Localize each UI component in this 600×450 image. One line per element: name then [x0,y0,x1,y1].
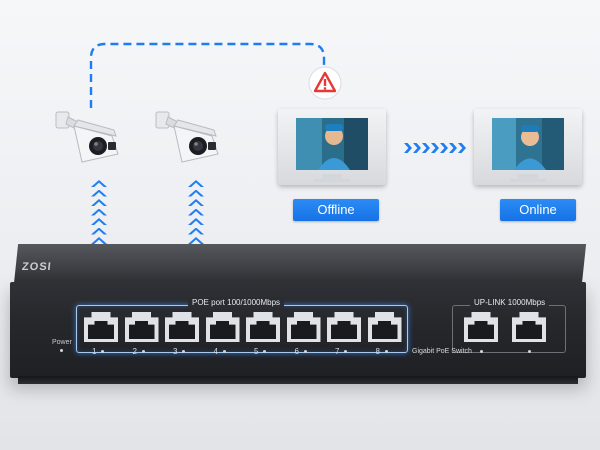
uplink-port-label: UP-LINK 1000Mbps [470,297,550,309]
chevron-up-icon [91,180,107,187]
chevron-up-icon [188,180,204,187]
port-led [222,350,226,353]
chevron-up-icon [91,189,107,197]
chevron-right-icon [440,143,448,153]
offline-status-badge: Offline [293,199,379,221]
brand-logo: ZOSI [21,261,53,273]
chevron-right-icon [458,143,466,153]
chevron-up-icon [188,227,204,235]
switch-top-panel [13,244,587,284]
port-led [141,350,145,353]
port-number: 4 [213,347,218,356]
security-camera-icon [55,111,119,163]
port-number: 7 [335,347,340,356]
port-led [384,350,388,353]
camera-feed-online [492,118,564,170]
chevron-right-icon [404,143,412,153]
chevron-up-icon [188,189,204,197]
port-number: 3 [173,347,178,356]
monitor-stand [322,174,342,179]
port-led [480,350,483,353]
chevron-up-icon [91,218,107,225]
port-led [528,350,531,353]
power-led [60,349,63,352]
camera-feed-offline [296,118,368,170]
dashed-connection-line [89,42,326,108]
chevron-up-icon [188,199,204,206]
port-led [303,350,307,353]
chevron-right-icon [449,143,457,153]
switch-bottom-edge [18,376,578,384]
chevron-up-icon [188,208,204,216]
chevron-right-icon [413,143,421,153]
monitor-stand [518,174,538,179]
chevron-up-icon [188,218,204,225]
chevron-up-icon [91,237,107,244]
model-label: Gigabit PoE Switch [412,348,472,355]
chevron-right-icon [422,143,430,153]
port-number: 1 [92,347,97,356]
port-number: 5 [254,347,259,356]
chevron-up-icon [91,208,107,216]
port-number: 6 [294,347,299,356]
port-led [101,350,104,353]
power-label: Power [52,339,72,346]
chevron-up-icon [91,199,107,206]
monitor-base [510,179,546,182]
monitor-icon [278,109,386,185]
port-led [182,350,185,353]
warning-triangle-icon [308,66,342,100]
port-number: 8 [375,347,380,356]
port-led [344,350,347,353]
transition-arrows [404,143,476,153]
chevron-up-icon [91,227,107,235]
chevron-up-icon [188,237,204,244]
port-led [263,350,266,353]
port-number: 2 [132,347,137,356]
monitor-icon [474,109,582,185]
security-camera-icon [155,111,219,163]
online-status-badge: Online [500,199,576,221]
monitor-base [314,179,350,182]
poe-port-label: POE port 100/1000Mbps [188,297,285,309]
chevron-right-icon [431,143,439,153]
